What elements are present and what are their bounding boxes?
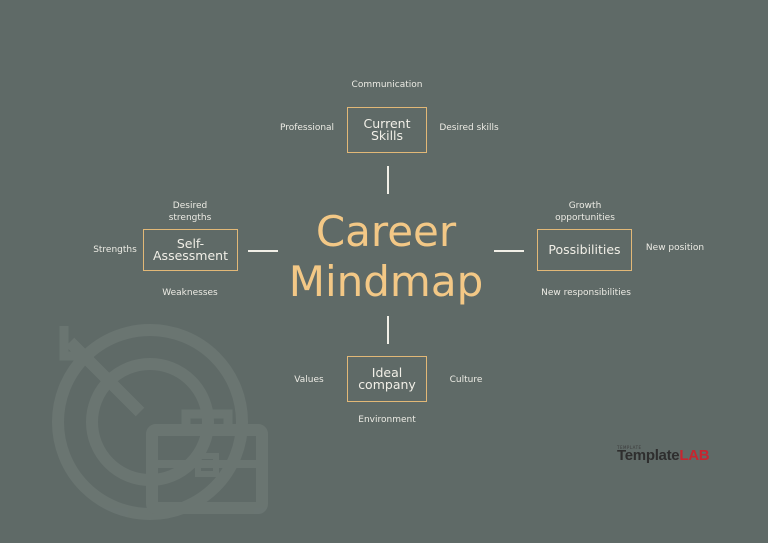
node-current-skills-line2: Skills [370,128,404,143]
templatelab-logo: TEMPLATE TemplateLAB [617,445,717,467]
node-possibilities: Possibilities [537,229,632,271]
node-current-skills-line1: Current [363,116,411,131]
center-title: Career Mindmap [276,207,496,307]
label-culture: Culture [449,375,483,385]
logo-brand-prefix: Template [617,447,680,464]
label-desired-strengths-line2: strengths [168,213,212,223]
label-desired-strengths: Desired strengths [150,200,230,224]
connector-right [494,250,524,252]
node-self-assessment-line2: Assessment [153,248,228,263]
center-title-line2: Mindmap [288,257,484,306]
connector-top [387,166,389,194]
label-strengths: Strengths [93,245,137,255]
connector-bottom [387,316,389,344]
target-briefcase-icon [52,324,268,520]
label-growth-opportunities-line1: Growth [568,201,602,211]
label-values: Values [294,375,324,385]
label-new-responsibilities: New responsibilities [541,288,631,298]
logo-small-text: TEMPLATE [617,445,642,450]
label-desired-skills: Desired skills [439,123,499,133]
label-new-position: New position [645,243,705,253]
center-title-line1: Career [315,207,457,256]
node-self-assessment: Self- Assessment [143,229,238,271]
label-desired-strengths-line1: Desired [172,201,208,211]
label-professional: Professional [279,123,335,133]
logo-text: TemplateLAB [617,447,710,464]
label-environment: Environment [358,415,416,425]
node-ideal-company-line1: Ideal [371,365,403,380]
node-self-assessment-line1: Self- [176,236,205,251]
node-ideal-company: Ideal company [347,356,427,402]
node-possibilities-line1: Possibilities [548,242,621,257]
label-growth-opportunities: Growth opportunities [540,200,630,224]
label-communication: Communication [351,80,423,90]
label-weaknesses: Weaknesses [162,288,218,298]
connector-left [248,250,278,252]
label-growth-opportunities-line2: opportunities [555,213,615,223]
node-current-skills: Current Skills [347,107,427,153]
logo-brand-suffix: LAB [679,447,710,464]
node-ideal-company-line2: company [358,377,416,392]
